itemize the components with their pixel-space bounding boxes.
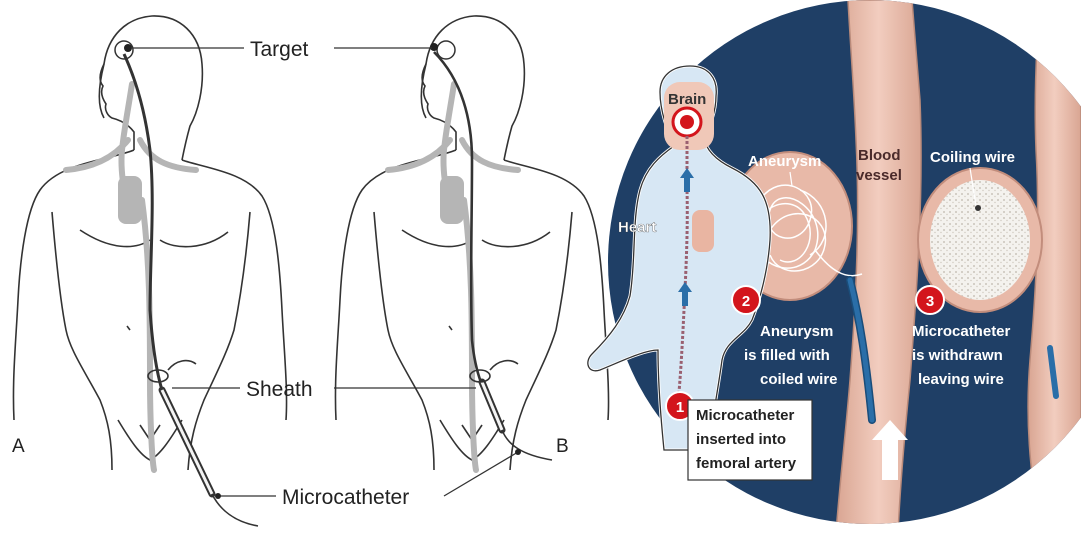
microcatheter-tip-b	[515, 449, 521, 455]
target-ring-b	[437, 41, 455, 59]
step-2-line-3: coiled wire	[760, 371, 838, 388]
step-3-number: 3	[926, 293, 934, 310]
brain-label: Brain	[668, 91, 706, 108]
target-dot-a	[124, 44, 132, 52]
step-2-number: 2	[742, 293, 750, 310]
step-1-line-3: femoral artery	[696, 455, 797, 472]
leader-lines	[132, 48, 518, 496]
panel-letter-b: B	[556, 436, 569, 457]
vessels-b	[388, 84, 518, 470]
microcatheter-tip-a	[215, 493, 221, 499]
step-3-line-3: leaving wire	[918, 371, 1004, 388]
heart-organ	[692, 210, 714, 252]
brain-target-dot	[680, 115, 694, 129]
aorta-a	[118, 176, 142, 224]
aorta-b	[440, 176, 464, 224]
target-dot-b	[430, 43, 438, 51]
step-1-number: 1	[676, 399, 684, 416]
microcatheter-label: Microcatheter	[282, 486, 409, 509]
target-label: Target	[250, 38, 309, 61]
step-1-line-2: inserted into	[696, 431, 786, 448]
coiling-wire-dot	[975, 205, 981, 211]
step-1-line-1: Microcatheter	[696, 407, 795, 424]
step-3-line-1: Microcatheter	[912, 323, 1011, 340]
step-2-line-1: Aneurysm	[760, 323, 833, 340]
heart-label: Heart	[618, 219, 656, 236]
coiling-wire-label: Coiling wire	[930, 149, 1015, 166]
blood-vessel-label-line2: vessel	[856, 167, 902, 184]
blood-vessel-label-line1: Blood	[858, 147, 901, 164]
step-2-line-2: is filled with	[744, 347, 830, 364]
step-3-line-2: is withdrawn	[912, 347, 1003, 364]
aneurysm-label: Aneurysm	[748, 153, 821, 170]
sheath-label: Sheath	[246, 378, 313, 401]
panel-letter-a: A	[12, 436, 25, 457]
